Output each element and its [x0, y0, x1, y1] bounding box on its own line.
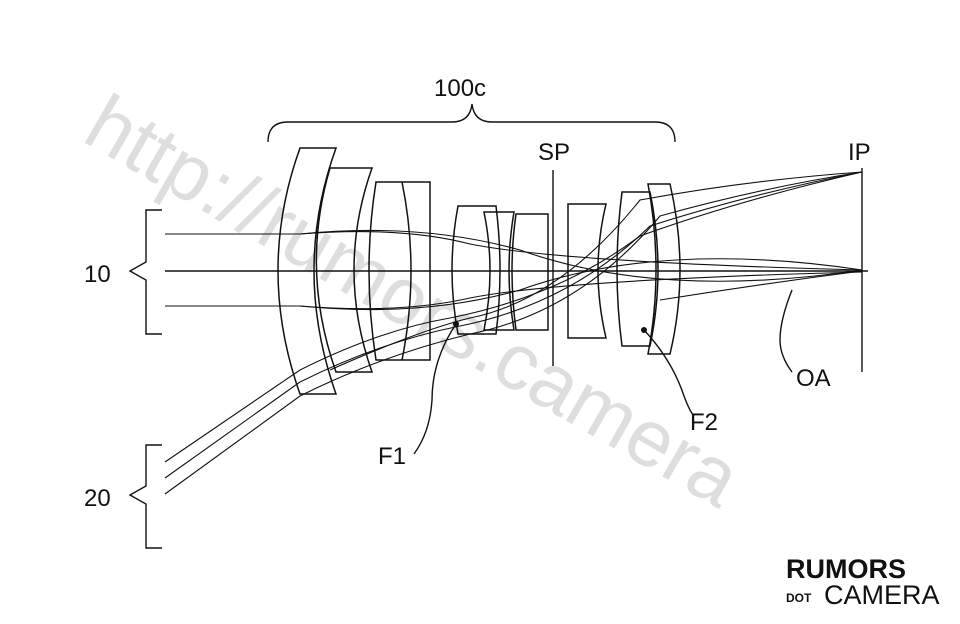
lens-element-6 — [511, 213, 549, 331]
f1-label: F1 — [378, 443, 406, 470]
group-20-brace — [128, 444, 162, 549]
lens-element-3 — [368, 181, 431, 361]
logo-top-text: RUMORS — [786, 554, 906, 584]
lens-element-4 — [451, 205, 501, 335]
logo-bottom-text: CAMERA — [824, 580, 940, 610]
system-brace — [267, 103, 676, 143]
logo-dot-text: DOT — [786, 591, 812, 605]
ray-10-marginal — [659, 270, 863, 301]
ray-10-upper — [165, 231, 863, 271]
oa-leader — [779, 289, 793, 373]
image-plane-label: IP — [848, 139, 871, 166]
system-label: 100c — [434, 75, 486, 102]
stop-label: SP — [538, 139, 570, 166]
lens-element-2 — [315, 167, 374, 373]
lens-element-8 — [616, 191, 659, 347]
ray-20-d — [329, 171, 863, 371]
ray-10-lower — [165, 271, 863, 310]
group-10-brace — [128, 209, 162, 335]
lens-element-1 — [277, 147, 338, 395]
f1-leader — [413, 323, 457, 455]
lens-element-9 — [647, 183, 681, 355]
lens-element-5 — [483, 211, 515, 331]
f2-label: F2 — [690, 409, 718, 436]
f1-point — [453, 321, 459, 327]
ray-20-c — [164, 171, 863, 495]
rays-group-10 — [165, 229, 863, 311]
ray-20-a — [164, 171, 863, 463]
f2-point — [641, 327, 647, 333]
watermark-text: http://rumors.camera — [72, 78, 756, 524]
axis-label: OA — [796, 365, 831, 392]
rays-group-20 — [164, 171, 863, 495]
rumors-logo: RUMORS DOT CAMERA — [786, 554, 940, 610]
lens-group — [277, 147, 681, 395]
group-10-label: 10 — [84, 261, 111, 288]
f2-leader — [643, 329, 695, 417]
group-20-label: 20 — [84, 485, 111, 512]
ray-10-cross-a — [299, 229, 863, 282]
ray-20-b — [164, 171, 863, 479]
ray-10-cross-b — [299, 258, 863, 311]
